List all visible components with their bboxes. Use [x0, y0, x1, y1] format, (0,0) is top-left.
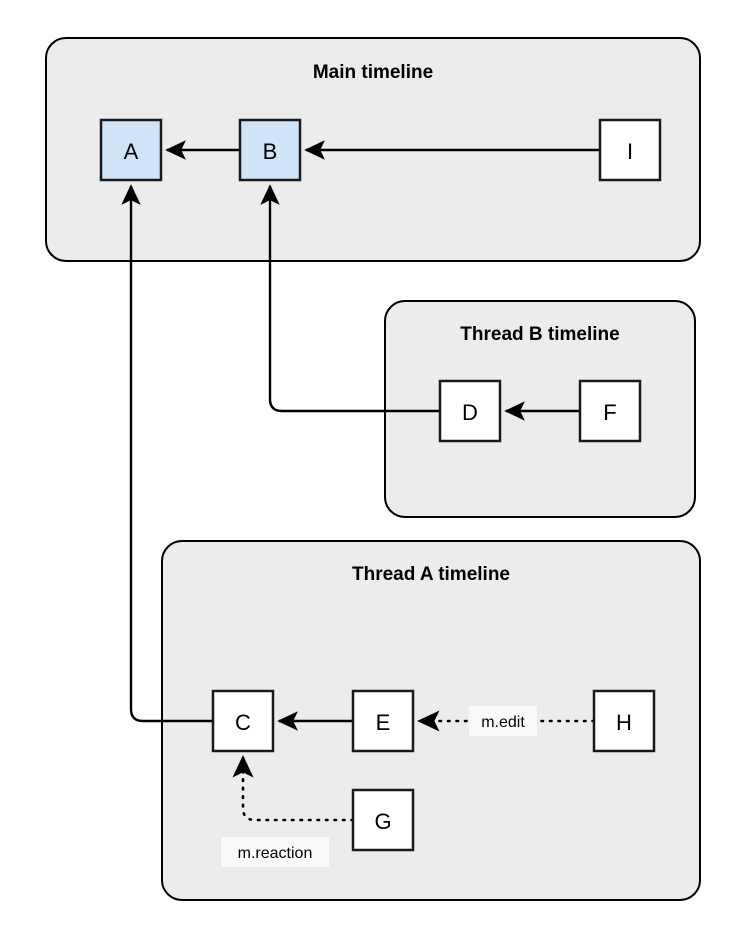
- node-c-box[interactable]: [211, 689, 275, 753]
- node-a-box[interactable]: [99, 118, 163, 182]
- edge-label-m-edit-text: m.edit: [481, 714, 525, 731]
- edge-label-m-edit: m.edit: [469, 706, 537, 736]
- edge-c-to-a: [121, 184, 213, 723]
- node-i-box[interactable]: [598, 118, 662, 182]
- node-h-label: H: [616, 710, 632, 735]
- edge-label-m-reaction-background: [221, 837, 329, 867]
- node-d[interactable]: D: [438, 379, 502, 443]
- node-i-label: I: [627, 139, 633, 164]
- node-b-label: B: [263, 139, 278, 164]
- node-e[interactable]: E: [351, 689, 415, 753]
- node-i[interactable]: I: [598, 118, 662, 182]
- edge-label-m-reaction: m.reaction: [221, 837, 329, 867]
- node-e-label: E: [376, 710, 391, 735]
- node-g-label: G: [374, 809, 391, 834]
- group-thread-b-timeline-box: [384, 300, 696, 518]
- node-h-box[interactable]: [592, 689, 656, 753]
- edge-label-m-edit-background: [469, 706, 537, 736]
- group-thread-a-timeline-title: Thread A timeline: [352, 564, 510, 585]
- node-f-box[interactable]: [578, 379, 642, 443]
- node-c-label: C: [235, 710, 251, 735]
- node-a-label: A: [124, 139, 139, 164]
- node-b-box[interactable]: [238, 118, 302, 182]
- edge-d-to-b: [260, 184, 440, 413]
- node-b[interactable]: B: [238, 118, 302, 182]
- node-g[interactable]: G: [351, 788, 415, 852]
- node-g-box[interactable]: [351, 788, 415, 852]
- node-e-box[interactable]: [351, 689, 415, 753]
- node-c[interactable]: C: [211, 689, 275, 753]
- node-f-label: F: [603, 400, 616, 425]
- group-main-timeline-title: Main timeline: [313, 62, 433, 83]
- node-a[interactable]: A: [99, 118, 163, 182]
- node-d-label: D: [462, 400, 478, 425]
- group-thread-b-timeline-title: Thread B timeline: [460, 324, 619, 345]
- group-thread-b-timeline: Thread B timeline: [384, 300, 696, 518]
- node-f[interactable]: F: [578, 379, 642, 443]
- edge-label-m-reaction-text: m.reaction: [238, 845, 313, 862]
- node-h[interactable]: H: [592, 689, 656, 753]
- node-d-box[interactable]: [438, 379, 502, 443]
